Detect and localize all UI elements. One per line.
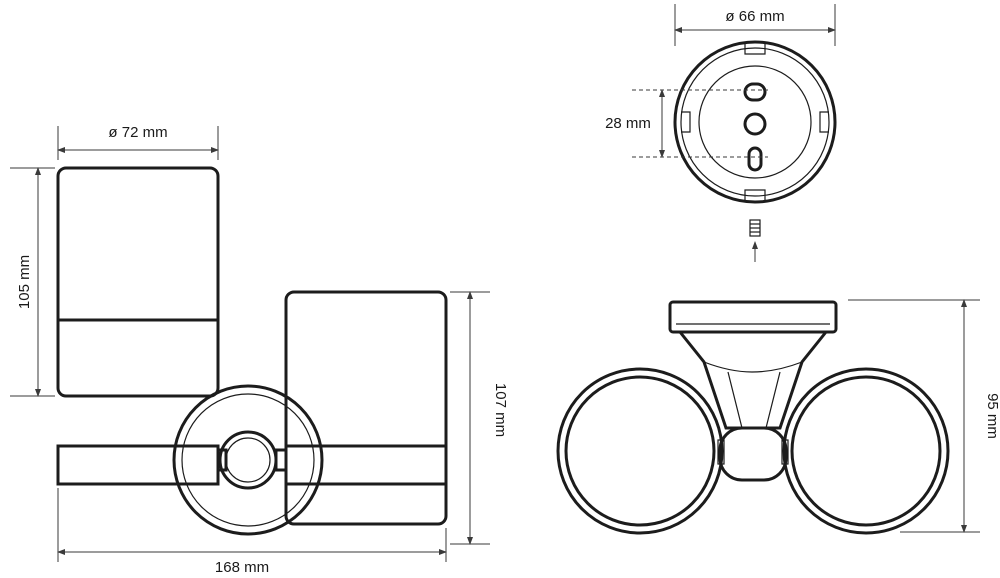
front-hub [718,426,788,482]
overall-height-label: 107 mm [492,383,509,437]
dimension-base-diameter: ø 66 mm [674,4,836,46]
dimension-overall-height: 107 mm [450,291,509,545]
holder-height-label: 95 mm [984,393,1000,439]
cup-diameter-label: ø 72 mm [108,124,167,141]
dimension-cup-height: 105 mm [10,167,55,397]
upper-screw-slot [743,82,767,102]
wall-rosette [172,384,324,536]
dimension-hole-spacing: 28 mm [605,89,665,158]
hole-spacing-label: 28 mm [605,115,651,132]
front-view [556,300,950,535]
front-base-plate [668,300,838,334]
lower-screw-slot [747,146,763,172]
base-plate-view [632,40,837,204]
side-view [56,166,448,536]
overall-width-label: 168 mm [215,559,269,576]
standalone-cup-outline [56,166,220,398]
cup-height-label: 105 mm [16,255,33,309]
set-screw [749,219,761,262]
mounted-cup-outline [284,290,448,526]
center-hole [743,112,767,136]
dimension-overall-width: 168 mm [57,488,447,576]
dimension-cup-diameter: ø 72 mm [57,124,219,160]
dimension-holder-height: 95 mm [848,299,1000,533]
base-diameter-label: ø 66 mm [725,8,784,25]
holder-arm [56,444,448,486]
right-cup-ring [782,367,950,535]
left-cup-ring [556,367,724,535]
